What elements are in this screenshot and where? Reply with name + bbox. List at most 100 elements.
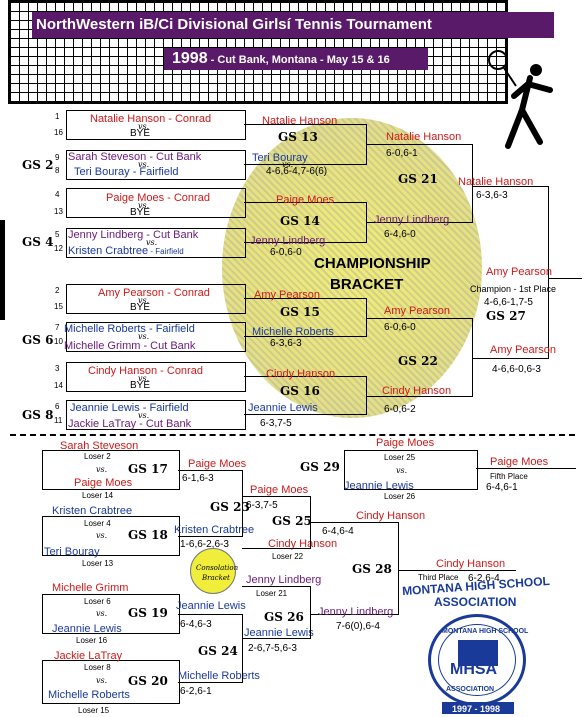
bye-label: BYE	[130, 207, 151, 218]
match-score: 4-6,6-4,7-6(6)	[266, 166, 328, 177]
player-name: Jenny Lindberg	[318, 606, 394, 618]
loser-note: Loser 22	[272, 552, 304, 561]
player-name: Paige Moes	[74, 477, 133, 489]
player-name: Jeannie Lewis	[344, 480, 414, 492]
years-banner	[442, 702, 514, 714]
player-name: Michelle Grimm	[52, 582, 129, 594]
game-label: GS 21	[398, 172, 438, 186]
vs-label: vs.	[282, 160, 294, 169]
player-name: Amy Pearson - Conrad	[98, 287, 210, 299]
loser-note: Loser 26	[384, 492, 416, 501]
seed-number: 7	[55, 323, 60, 332]
seed-number: 3	[55, 364, 60, 373]
loser-note: Loser 16	[76, 636, 108, 645]
player-name: Kristen Crabtree	[174, 524, 255, 536]
bye-label: BYE	[130, 302, 151, 313]
player-name: Jackie LaTray - Cut Bank	[68, 418, 192, 430]
match-score: 6-0,6-1	[386, 148, 418, 159]
match-score: 6-2,6-4	[468, 573, 500, 584]
loser-note: Loser 4	[84, 519, 111, 528]
player-name: Cindy Hanson	[356, 510, 426, 522]
player-name: Jeannie Lewis - Fairfield	[70, 402, 189, 414]
vs-label: vs.	[138, 332, 150, 341]
bracket-label: Bracket	[202, 574, 230, 582]
consolation-label: Consolation	[196, 564, 239, 572]
match-box	[66, 110, 246, 140]
section-divider	[10, 434, 575, 436]
match-score: 7-6(0),6-4	[336, 621, 380, 632]
player-name: Jackie LaTray	[54, 650, 123, 662]
game-label: GS 23	[210, 500, 250, 514]
match-score: 6-1,6-3	[182, 473, 214, 484]
left-marker	[0, 220, 5, 320]
vs-label: vs.	[138, 160, 150, 169]
player-name: Jeannie Lewis	[244, 627, 314, 639]
match-score: 4-6,6-1,7-5	[484, 297, 533, 308]
player-name: Teri Bouray	[252, 152, 308, 164]
game-label: GS 14	[280, 214, 320, 228]
player-name: Sarah Steveson - Cut Bank	[68, 151, 202, 163]
match-box	[66, 188, 246, 218]
player-name: Teri Bouray	[44, 546, 100, 558]
player-name: Amy Pearson	[490, 344, 557, 356]
match-score: 6-0,6-2	[384, 404, 416, 415]
match-score: 6-0,6-0	[384, 322, 416, 333]
player-name: Michelle Roberts	[178, 670, 260, 682]
game-label: GS 29	[300, 460, 340, 474]
player-name: Jeannie Lewis	[52, 623, 122, 635]
vs-label: vs.	[138, 122, 150, 131]
player-name: Amy Pearson	[384, 305, 451, 317]
champion-name: Amy Pearson	[486, 266, 553, 278]
match-score: 2-6,7-5,6-3	[248, 643, 297, 654]
seed-number: 16	[54, 128, 63, 137]
seed-number: 11	[54, 416, 63, 425]
match-score: 6-3,7-5	[246, 500, 278, 511]
vs-label: vs.	[138, 411, 150, 420]
place-label: Third Place	[418, 573, 459, 582]
seed-number: 1	[55, 112, 60, 121]
player-name: Michelle Grimm - Cut Bank	[64, 340, 196, 352]
seed-number: 12	[54, 244, 63, 253]
loser-note: Loser 14	[82, 491, 114, 500]
vs-label: vs.	[138, 374, 150, 383]
loser-note: Loser 6	[84, 597, 111, 606]
match-score: 6-3,7-5	[260, 418, 292, 429]
match-box	[66, 284, 246, 314]
bye-label: BYE	[130, 380, 151, 391]
player-name: Jeannie Lewis	[176, 600, 246, 612]
player-name: Sarah Steveson	[60, 440, 139, 452]
page-subtitle: 1998 - Cut Bank, Montana - May 15 & 16	[164, 48, 428, 70]
seal-years: 1997 - 1998	[452, 704, 501, 714]
game-label: GS 8	[22, 408, 54, 422]
logo-text-mid: ASSOCIATION	[434, 595, 517, 609]
player-name: Paige Moes	[376, 437, 435, 449]
seed-number: 2	[55, 286, 60, 295]
seed-number: 6	[55, 402, 60, 411]
player-name: Michelle Roberts - Fairfield	[64, 323, 195, 335]
match-score: 6-0,6-0	[270, 247, 302, 258]
match-box	[66, 362, 246, 392]
player-name: Kristen Crabtree	[68, 245, 149, 257]
player-name: Jenny Lindberg	[246, 574, 322, 586]
school-label: - Fairfield	[148, 247, 184, 256]
game-label: GS 15	[280, 305, 320, 319]
game-label: GS 22	[398, 354, 438, 368]
seed-number: 15	[54, 302, 63, 311]
loser-note: Loser 8	[84, 663, 111, 672]
tennis-ball-graphic	[222, 118, 482, 418]
game-label: GS 13	[278, 130, 318, 144]
bracket-label: BRACKET	[330, 276, 404, 293]
vs-label: vs.	[96, 531, 108, 540]
match-score: 6-2,6-1	[180, 686, 212, 697]
seed-number: 10	[54, 337, 63, 346]
player-name: Cindy Hanson	[268, 538, 338, 550]
consolation-ball-icon	[190, 548, 236, 594]
match-score: 1-6,6-2,6-3	[180, 539, 229, 550]
match-box	[344, 450, 478, 490]
championship-label: CHAMPIONSHIP	[314, 255, 431, 272]
player-name: Michelle Roberts	[252, 326, 334, 338]
player-name: Jenny Lindberg - Cut Bank	[68, 229, 199, 241]
match-score: 6-4,6-1	[486, 482, 518, 493]
game-label: GS 27	[486, 309, 526, 323]
loser-note: Loser 15	[78, 706, 110, 715]
